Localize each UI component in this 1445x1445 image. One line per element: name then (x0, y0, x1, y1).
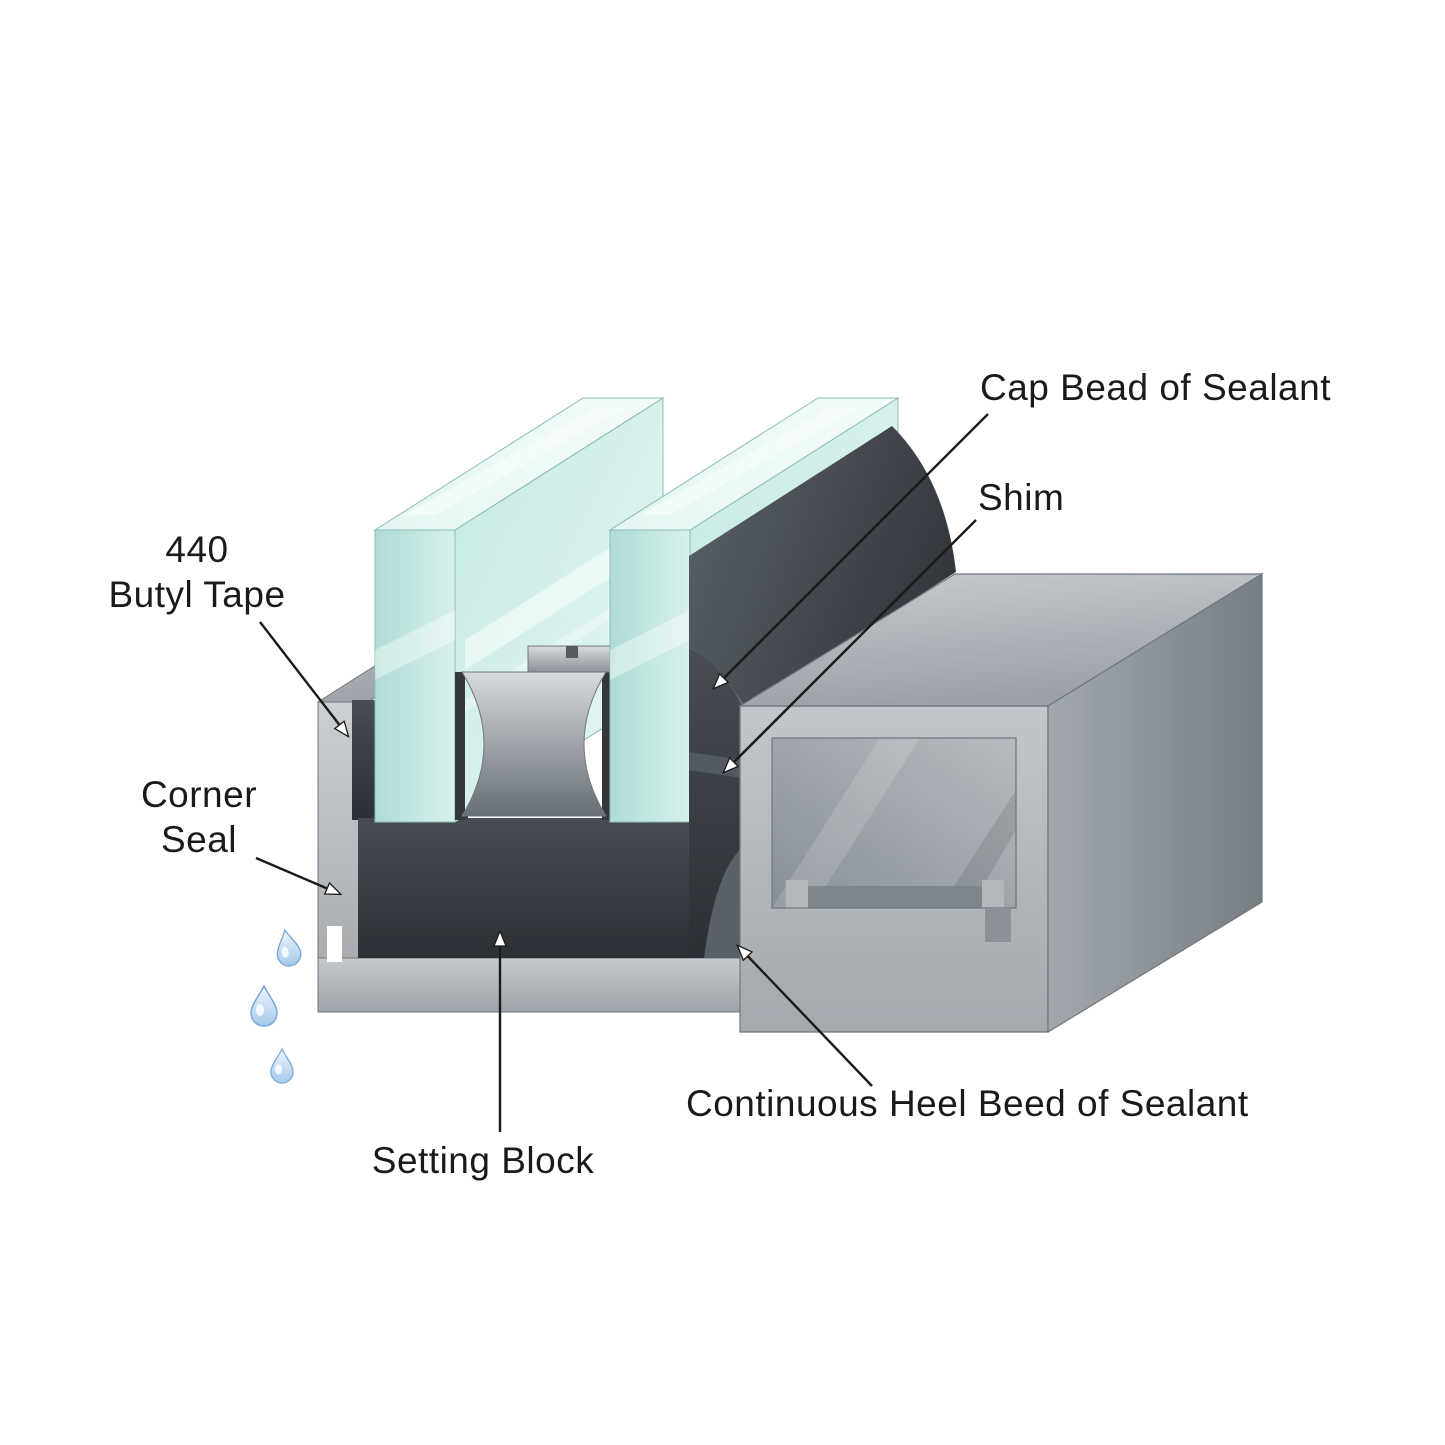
pane1-front-streak (375, 610, 455, 680)
leader-shim (722, 519, 977, 774)
box-right-face (1047, 572, 1263, 1034)
leader-cap-bead (712, 413, 989, 690)
weep-hole (327, 926, 342, 962)
leader-lines (255, 413, 989, 1132)
label-shim: Shim (978, 477, 1064, 518)
spacer-bar-notch (566, 646, 578, 658)
ig-spacer (461, 645, 615, 817)
water-drop-2 (250, 984, 278, 1027)
labels: Cap Bead of Sealant Shim 440 Butyl Tape … (108, 367, 1331, 1181)
box-interior-ledge (808, 886, 982, 908)
cap-bead-cove (689, 426, 956, 707)
box-interior-shadow (940, 790, 1016, 908)
leader-heel-bead (736, 944, 873, 1087)
label-butyl-tape-line2: Butyl Tape (108, 574, 285, 615)
glazing-channel-right (602, 672, 612, 820)
water-drop-1 (276, 928, 302, 967)
box-front-slot (985, 908, 1011, 942)
label-cap-bead: Cap Bead of Sealant (980, 367, 1331, 408)
pane1-front-face (374, 529, 456, 823)
label-butyl-tape-line1: 440 (165, 529, 228, 570)
label-corner-seal-line2: Seal (161, 819, 237, 860)
box-interior-tab-right (982, 880, 1004, 908)
water-drops (250, 928, 302, 1084)
pane2-top-streak (640, 408, 860, 515)
spacer-body (461, 671, 607, 817)
label-corner-seal-line1: Corner (141, 774, 257, 815)
box-interior (770, 736, 1018, 910)
box-interior-tab-left (786, 880, 808, 908)
setting-block-shape (358, 818, 702, 958)
leader-butyl-tape (259, 621, 350, 739)
pane2-front-streak (610, 610, 690, 680)
pane2-front-face (609, 529, 691, 823)
water-drop-3 (270, 1047, 294, 1084)
heel-bead-sealant (704, 846, 744, 958)
label-heel-bead: Continuous Heel Beed of Sealant (686, 1083, 1249, 1124)
frame-right-box (737, 572, 1265, 1034)
box-interior-highlight (772, 738, 920, 908)
leader-corner-seal (255, 856, 343, 896)
glazing-channel-left (455, 672, 465, 820)
pane1-top-streak (405, 408, 625, 515)
label-setting-block: Setting Block (372, 1140, 594, 1181)
